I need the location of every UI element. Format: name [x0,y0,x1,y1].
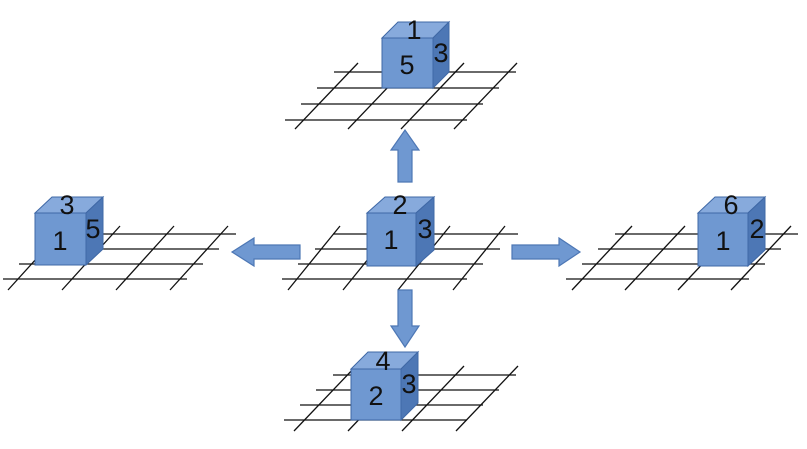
arrow-down [389,289,421,349]
cube-center: 2 1 3 [365,190,436,268]
arrow-left [230,236,301,268]
cube-front-face [350,368,402,421]
cube-side-number: 3 [401,369,416,399]
cube-side-number: 2 [749,214,764,244]
cube-front-face [697,212,749,267]
cube-front-number: 1 [52,226,67,256]
cube-top-number: 1 [406,15,421,45]
arrow-up [389,128,421,183]
cube-top-number: 3 [59,190,74,220]
cube-side-number: 5 [85,214,100,244]
cube-right: 6 1 2 [696,190,767,268]
cube-front-face [381,37,434,89]
arrow-right [511,236,582,268]
cube-top-number: 6 [723,190,738,220]
cube-top-number: 4 [375,346,390,376]
cube-up: 1 5 3 [380,15,451,90]
cube-side-number: 3 [417,214,432,244]
cube-front-number: 1 [383,225,398,255]
cube-top-number: 2 [392,190,407,220]
cube-left: 3 1 5 [33,190,105,267]
cube-down: 4 2 3 [349,346,420,422]
cube-side-number: 3 [433,38,448,68]
cube-front-number: 2 [368,381,383,411]
cube-front-number: 1 [715,226,730,256]
cube-front-face [366,212,417,267]
cube-front-number: 5 [399,50,414,80]
cube-front-face [34,212,87,266]
